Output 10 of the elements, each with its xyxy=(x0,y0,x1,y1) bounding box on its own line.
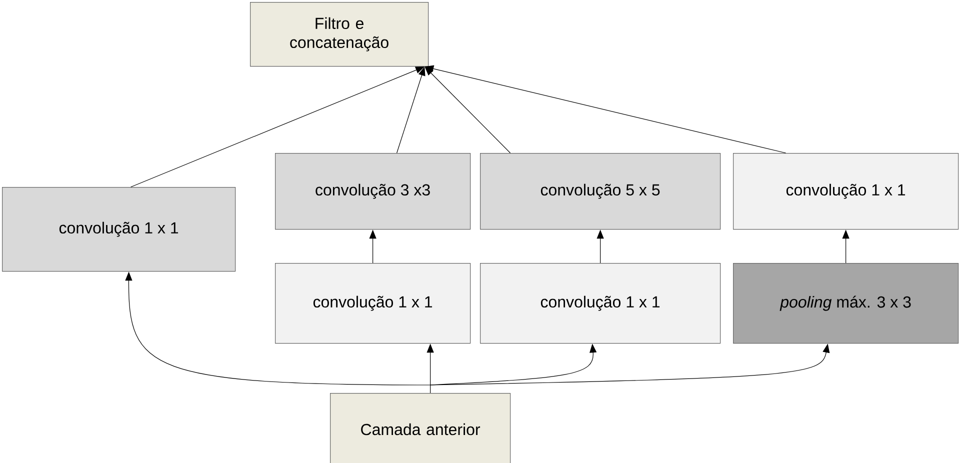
convolution-box: convolução 3 x3 xyxy=(275,153,471,230)
pooling-box: pooling máx. 3 x 3 xyxy=(733,263,959,344)
convolution-box: convolução 1 x 1 xyxy=(733,153,959,230)
arrow xyxy=(424,66,511,154)
convolution-box: convolução 1 x 1 xyxy=(275,263,471,344)
convolution-box: convolução 1 x 1 xyxy=(2,187,236,272)
layer-box: Filtro e concatenação xyxy=(250,2,429,67)
convolution-box: convolução 1 x 1 xyxy=(480,263,721,344)
layer-box: Camada anterior xyxy=(330,393,511,463)
convolution-box: convolução 5 x 5 xyxy=(480,153,721,230)
